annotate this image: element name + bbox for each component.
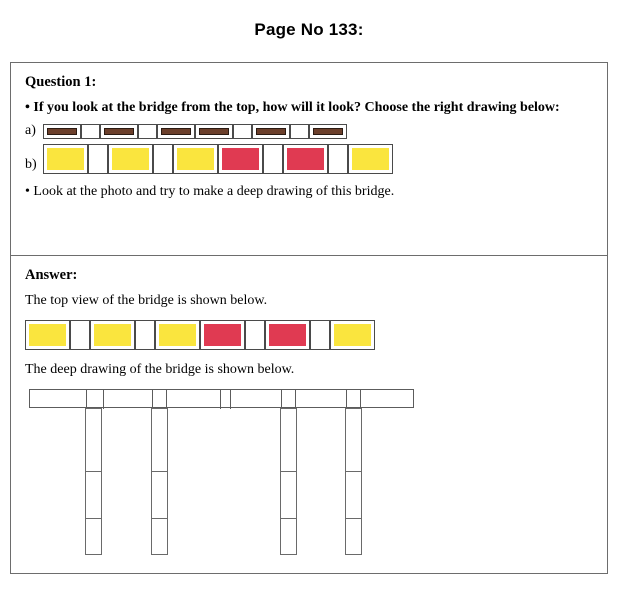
deck-divider [152, 390, 153, 409]
swatch-blank [155, 148, 171, 170]
pillar-divider [152, 471, 167, 472]
option-b-strip[interactable] [43, 144, 393, 174]
swatch-blank [330, 148, 346, 170]
gap-cell [81, 123, 100, 139]
gap-cell [233, 123, 252, 139]
plank-fill [312, 127, 344, 135]
gap-cell [290, 123, 309, 139]
swatch-blank [247, 324, 263, 346]
plank-cell [252, 123, 290, 139]
color-cell-red [265, 320, 310, 350]
answer-top-view-strip [25, 320, 595, 350]
swatch-yellow [94, 324, 131, 346]
swatch-red [222, 148, 259, 170]
swatch-yellow [352, 148, 389, 170]
plank-fill [160, 127, 192, 135]
answer-heading: Answer: [25, 267, 78, 283]
color-cell-blank [310, 320, 330, 350]
swatch-blank [312, 324, 328, 346]
color-cell-blank [70, 320, 90, 350]
pillar-divider [86, 518, 101, 519]
deck-divider [360, 390, 361, 409]
bridge-pillar [85, 408, 102, 555]
plank-fill [198, 127, 230, 135]
bridge-pillar [151, 408, 168, 555]
plank-cell [157, 123, 195, 139]
pillar-divider [346, 518, 361, 519]
color-cell-red [218, 144, 263, 174]
pillar-divider [152, 518, 167, 519]
option-a-strip[interactable] [43, 123, 347, 139]
color-cell-yellow [155, 320, 200, 350]
color-cell-blank [328, 144, 348, 174]
pillar-divider [281, 471, 296, 472]
plank-cell [43, 123, 81, 139]
plank-fill [46, 127, 78, 135]
deck-divider [220, 390, 221, 409]
plank-fill [103, 127, 135, 135]
bridge-pillar [280, 408, 297, 555]
deck-divider [281, 390, 282, 409]
color-cell-blank [263, 144, 283, 174]
color-cell-blank [135, 320, 155, 350]
question-note: • Look at the photo and try to make a de… [25, 184, 395, 199]
color-cell-yellow [90, 320, 135, 350]
option-b-row[interactable]: b) [23, 144, 595, 174]
color-cell-blank [245, 320, 265, 350]
answer-top-view-text: The top view of the bridge is shown belo… [25, 293, 268, 308]
color-cell-red [283, 144, 328, 174]
swatch-blank [90, 148, 106, 170]
bridge-deck [29, 389, 414, 409]
answer-deep-drawing-text: The deep drawing of the bridge is shown … [25, 362, 295, 377]
swatch-yellow [334, 324, 371, 346]
question-heading: Question 1: [25, 74, 97, 90]
color-cell-blank [88, 144, 108, 174]
swatch-yellow [112, 148, 149, 170]
worksheet-card: Question 1: • If you look at the bridge … [10, 62, 608, 574]
deck-divider [103, 390, 104, 409]
plank-cell [100, 123, 138, 139]
swatch-yellow [159, 324, 196, 346]
color-cell-yellow [330, 320, 375, 350]
color-cell-yellow [348, 144, 393, 174]
swatch-yellow [47, 148, 84, 170]
pillar-divider [346, 471, 361, 472]
deck-divider [295, 390, 296, 409]
pillar-divider [86, 471, 101, 472]
swatch-blank [137, 324, 153, 346]
color-cell-yellow [43, 144, 88, 174]
question-section: Question 1: • If you look at the bridge … [11, 63, 607, 256]
plank-cell [309, 123, 347, 139]
plank-cell [195, 123, 233, 139]
deck-divider [230, 390, 231, 409]
option-a-label: a) [25, 123, 36, 138]
deck-divider [86, 390, 87, 409]
swatch-red [287, 148, 324, 170]
deck-divider [166, 390, 167, 409]
plank-fill [255, 127, 287, 135]
swatch-red [269, 324, 306, 346]
swatch-yellow [177, 148, 214, 170]
color-cell-blank [153, 144, 173, 174]
page-title: Page No 133: [254, 20, 364, 39]
deck-divider [346, 390, 347, 409]
bridge-deep-drawing [29, 389, 424, 559]
color-cell-yellow [25, 320, 70, 350]
question-prompt: • If you look at the bridge from the top… [25, 100, 560, 115]
color-cell-red [200, 320, 245, 350]
swatch-yellow [29, 324, 66, 346]
bridge-pillar [345, 408, 362, 555]
color-cell-yellow [173, 144, 218, 174]
answer-section: Answer: The top view of the bridge is sh… [11, 256, 607, 573]
swatch-red [204, 324, 241, 346]
color-cell-yellow [108, 144, 153, 174]
swatch-blank [265, 148, 281, 170]
swatch-blank [72, 324, 88, 346]
option-a-row[interactable]: a) [23, 123, 595, 139]
pillar-divider [281, 518, 296, 519]
option-b-label: b) [25, 157, 37, 172]
gap-cell [138, 123, 157, 139]
